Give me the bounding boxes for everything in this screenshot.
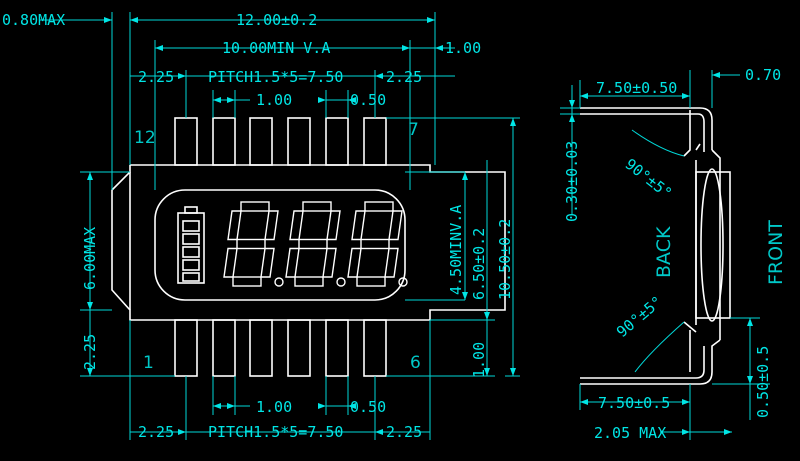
vertical-segment xyxy=(322,247,337,278)
vertical-segment xyxy=(227,210,242,241)
pin-label-12: 12 xyxy=(134,128,156,148)
left-height-label: 6.00MAX xyxy=(81,227,99,290)
bottom-pins xyxy=(174,319,387,377)
top-thickness-label: 0.70 xyxy=(745,66,781,84)
horizontal-segment xyxy=(298,238,328,250)
front-dimension-lines xyxy=(40,12,520,440)
left-margin-bottom-label: 2.25 xyxy=(138,423,174,441)
vertical-segment xyxy=(264,210,279,241)
pitch-bottom-label: PITCH1.5*5=7.50 xyxy=(208,423,343,441)
decimal-point xyxy=(274,277,284,287)
side-dimension-lines xyxy=(560,70,770,440)
horizontal-segment xyxy=(302,201,332,212)
pin-width-bottom-label: 1.00 xyxy=(256,398,292,416)
overall-height-label: 10.50±0.2 xyxy=(496,219,514,300)
left-margin-top-label: 2.25 xyxy=(138,68,174,86)
top-pins xyxy=(174,117,387,166)
digit-2 xyxy=(285,201,346,287)
back-label: BACK xyxy=(653,226,675,278)
horizontal-segment xyxy=(240,201,270,212)
pin-width-top-label: 1.00 xyxy=(256,91,292,109)
vertical-segment xyxy=(285,247,300,278)
angle-bottom-label: 90°±5° xyxy=(613,292,666,341)
side-glass-ellipse xyxy=(700,168,724,322)
top-lead-label: 7.50±0.50 xyxy=(596,79,677,97)
horizontal-segment xyxy=(356,276,386,287)
vertical-segment xyxy=(223,247,238,278)
decimal-point xyxy=(398,277,408,287)
right-margin-bottom-label: 2.25 xyxy=(386,423,422,441)
front-arrowheads xyxy=(87,17,516,435)
pitch-top-label: PITCH1.5*5=7.50 xyxy=(208,68,343,86)
view-area xyxy=(154,189,406,301)
left-pin-length-label: 2.25 xyxy=(81,334,99,370)
front-label: FRONT xyxy=(765,220,787,285)
right-margin-top-label: 2.25 xyxy=(386,68,422,86)
right-offset-label: 1.00 xyxy=(445,39,481,57)
bottom-lead-label: 7.50±0.5 xyxy=(598,394,670,412)
view-area-width-label: 10.00MIN V.A xyxy=(222,39,330,57)
vertical-segment xyxy=(260,247,275,278)
vertical-segment xyxy=(351,210,366,241)
horizontal-segment xyxy=(232,276,262,287)
digit-3 xyxy=(347,201,408,287)
vertical-segment xyxy=(326,210,341,241)
overall-width-label: 12.00±0.2 xyxy=(236,11,317,29)
digit-1 xyxy=(223,201,284,287)
view-area-height-label: 4.50MINV.A xyxy=(447,205,465,295)
pin-label-6: 6 xyxy=(410,353,421,373)
pin-gap-bottom-label: 0.50 xyxy=(350,398,386,416)
pin-label-7: 7 xyxy=(408,120,419,140)
lead-thickness-label: 0.30±0.03 xyxy=(563,141,581,222)
max-offset-label: 0.80MAX xyxy=(2,11,65,29)
vertical-segment xyxy=(388,210,403,241)
max-depth-label: 2.05 MAX xyxy=(594,424,666,442)
right-pin-length-label: 1.00 xyxy=(470,342,488,378)
battery-icon xyxy=(177,206,205,284)
vertical-segment xyxy=(384,247,399,278)
horizontal-segment xyxy=(364,201,394,212)
pin-gap-top-label: 0.50 xyxy=(350,91,386,109)
vertical-segment xyxy=(347,247,362,278)
angle-top-label: 90°±5° xyxy=(622,155,676,203)
horizontal-segment xyxy=(236,238,266,250)
decimal-point xyxy=(336,277,346,287)
bottom-offset-label: 0.50±0.5 xyxy=(754,346,772,418)
seven-segment-digits xyxy=(223,201,408,287)
side-arrowheads xyxy=(569,72,753,435)
horizontal-segment xyxy=(294,276,324,287)
vertical-segment xyxy=(289,210,304,241)
glass-height-label: 6.50±0.2 xyxy=(470,228,488,300)
pin-label-1: 1 xyxy=(143,353,154,373)
side-view-profile xyxy=(580,107,731,385)
horizontal-segment xyxy=(360,238,390,250)
